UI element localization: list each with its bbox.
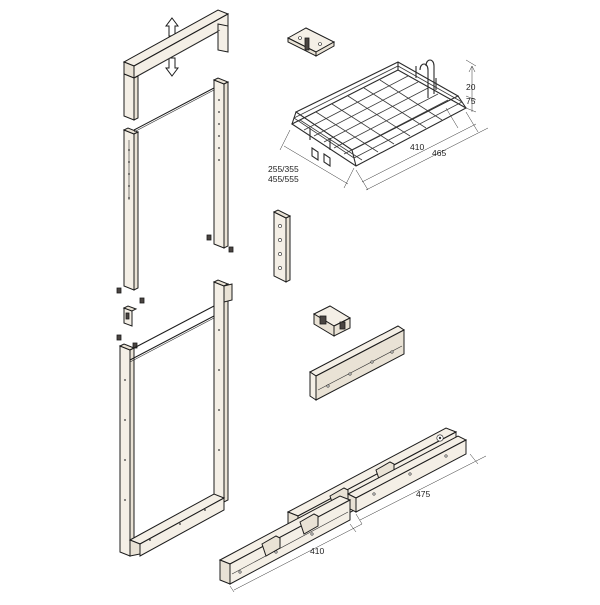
horizontal-mounting-rail [309, 325, 405, 401]
top-frame-section [122, 9, 230, 121]
middle-frame-section [116, 77, 234, 304]
basket-dimensions: 20 75 410 465 255/355 455/555 [268, 59, 489, 191]
telescopic-slide-assembly [218, 427, 468, 585]
screw-icon [116, 234, 234, 304]
top-mounting-bracket [286, 27, 336, 57]
angle-bracket [312, 305, 352, 337]
basket-floor-wires [299, 75, 449, 161]
dim-basket-height: 20 [466, 82, 476, 92]
dim-basket-widths-b: 455/555 [268, 174, 299, 184]
dim-basket-widths-a: 255/355 [268, 164, 299, 174]
rail-holes [128, 99, 220, 199]
dim-basket-inner-length: 410 [410, 142, 424, 152]
wire-basket [290, 59, 468, 168]
slide-dimensions: 475 410 [229, 453, 487, 593]
dim-slide-inner-length: 410 [310, 546, 324, 556]
vertical-mounting-plate [272, 209, 292, 283]
dim-basket-outer-length: 465 [432, 148, 446, 158]
bottom-frame-section [116, 279, 233, 557]
dim-basket-rail-height: 75 [466, 96, 476, 106]
dim-slide-outer-length: 475 [416, 489, 430, 499]
